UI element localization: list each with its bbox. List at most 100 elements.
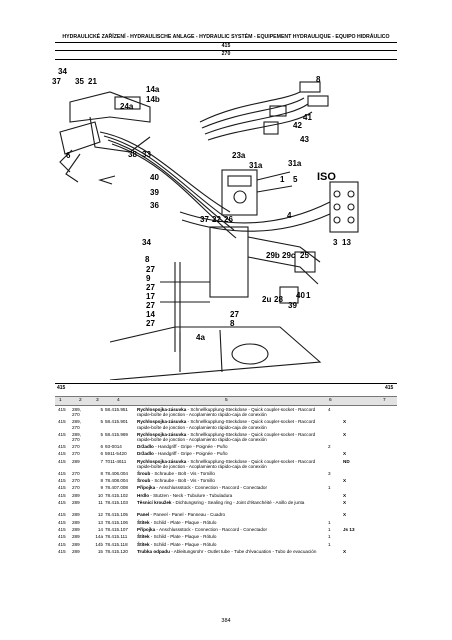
col-header: 2 bbox=[79, 398, 82, 404]
callout-label: 40 bbox=[150, 173, 159, 182]
cell-position: 11 bbox=[98, 500, 103, 505]
part-name: Přípojka bbox=[137, 485, 156, 491]
cell-quantity: 4 bbox=[328, 407, 331, 412]
cell-quantity: 1 bbox=[328, 519, 331, 525]
subgroup-number: 270 bbox=[221, 51, 231, 57]
cell-description: Štítek - Schild - Plate - Plaque - Rótul… bbox=[137, 534, 317, 539]
callout-label: 3 bbox=[333, 238, 338, 247]
cell-position: 5 bbox=[100, 419, 103, 425]
cell-position: 5 bbox=[100, 407, 103, 412]
cell-subgroup: 289 bbox=[72, 526, 80, 532]
cell-group: 415 bbox=[58, 500, 66, 505]
cell-position: 12 bbox=[97, 512, 103, 518]
cell-position: 13 bbox=[97, 519, 103, 525]
part-name: Panel bbox=[137, 512, 150, 518]
cell-variant: X bbox=[343, 451, 347, 457]
callout-label: 22 bbox=[212, 215, 221, 224]
part-name: Rychlospojka-zásuvka bbox=[137, 407, 187, 412]
part-name: Trubka odpadu bbox=[137, 548, 170, 554]
part-translations: - Schnellkupplung-Steckdose - Quick coup… bbox=[137, 419, 316, 430]
callout-label: 17 bbox=[146, 292, 155, 301]
cell-position: 7 bbox=[100, 458, 103, 464]
cell-position: 15 bbox=[97, 548, 103, 554]
cell-subgroup: 289 bbox=[72, 500, 80, 505]
cell-description: Rychlospojka-zásuvka - Schnellkupplung-S… bbox=[137, 432, 317, 443]
cell-quantity: 1 bbox=[328, 526, 331, 532]
cell-position: 5 bbox=[100, 431, 103, 437]
callout-label: 35 bbox=[75, 77, 84, 86]
cell-quantity: 2 bbox=[328, 443, 331, 449]
cell-subgroup: 270 bbox=[72, 485, 80, 491]
col-header: 1 bbox=[59, 398, 62, 404]
callout-label: 31a bbox=[288, 159, 302, 168]
cell-description: Štítek - Schild - Plate - Plaque - Rótul… bbox=[137, 542, 317, 547]
cell-part-number: 78.415.102 bbox=[105, 492, 128, 498]
cell-part-number: 78.415.111 bbox=[105, 534, 128, 540]
part-name: Rychlospojka-zásuvka bbox=[137, 431, 187, 437]
cell-subgroup: 289, 270 bbox=[72, 431, 81, 442]
header-rule bbox=[55, 50, 397, 51]
col-header: 4 bbox=[117, 398, 120, 404]
cell-group: 415 bbox=[58, 512, 66, 518]
part-name: Hrdlo bbox=[137, 492, 149, 498]
callout-label: 42 bbox=[293, 121, 302, 130]
cell-subgroup: 289 bbox=[72, 458, 80, 464]
callout-label: 40 bbox=[296, 291, 305, 300]
page-number: 384 bbox=[221, 618, 231, 624]
cell-part-number: 58.415.901 bbox=[105, 419, 128, 425]
cell-position: 8 bbox=[100, 470, 103, 476]
cell-description: Těsnicí kroužek - Dichtungsring - Sealin… bbox=[137, 500, 317, 505]
cell-description: Rychlospojka-zásuvka - Schnellkupplung-S… bbox=[137, 419, 317, 430]
callout-label: 27 bbox=[146, 283, 155, 292]
cell-description: Panel - Paneel - Panel - Panneau - Cuadr… bbox=[137, 512, 317, 517]
cell-part-number: 78.415.103 bbox=[105, 500, 128, 505]
cell-description: Držadlo - Handgriff - Gripe - Poignée - … bbox=[137, 444, 317, 449]
cell-subgroup: 270 bbox=[72, 443, 80, 449]
cell-subgroup: 270 bbox=[72, 478, 80, 484]
col-header: 5 bbox=[225, 398, 228, 404]
section-label-left: 415 bbox=[57, 385, 66, 391]
part-translations: - Schnellkupplung-Steckdose - Quick coup… bbox=[137, 431, 316, 442]
part-translations: - Ableitungsrohr - Outlet tube - Tube d'… bbox=[169, 548, 317, 554]
cell-group: 415 bbox=[58, 541, 66, 547]
part-translations: - Anschlussstück - Connection - Raccord … bbox=[155, 526, 267, 532]
callout-label: 23a bbox=[232, 151, 246, 160]
cell-position: 8 bbox=[100, 478, 103, 484]
header-rule bbox=[55, 59, 397, 60]
cell-description: Šroub - Schraube - Bolt - Vis - Tornillo bbox=[137, 478, 317, 483]
cell-group: 415 bbox=[58, 431, 66, 437]
callout-label: 4a bbox=[196, 333, 205, 342]
cell-quantity: 1 bbox=[328, 485, 331, 491]
part-translations: - Paneel - Panel - Panneau - Cuadro bbox=[149, 512, 226, 518]
cell-position: 6 bbox=[100, 443, 103, 449]
page-header-title: HYDRAULICKÉ ZAŘÍZENÍ - HYDRAULISCHE ANLA… bbox=[62, 34, 390, 40]
cell-part-number: 58.415.951 bbox=[105, 407, 128, 412]
cell-subgroup: 289, 270 bbox=[72, 407, 81, 418]
callout-label: 9 bbox=[146, 274, 151, 283]
cell-variant: X bbox=[343, 478, 347, 484]
cell-part-number: 78.415.120 bbox=[105, 548, 128, 554]
callout-label: 27 bbox=[146, 301, 155, 310]
part-translations: - Handgriff - Gripe - Poignée - Puño bbox=[153, 443, 228, 449]
callout-label: 41 bbox=[303, 113, 312, 122]
callout-label: 39 bbox=[288, 301, 297, 310]
cell-subgroup: 270 bbox=[72, 451, 80, 457]
callout-label: 28 bbox=[274, 295, 283, 304]
cell-group: 415 bbox=[58, 407, 66, 412]
callout-label: 34 bbox=[58, 67, 67, 76]
part-name: Držadlo bbox=[137, 451, 154, 457]
part-translations: - Schnellkupplung-Steckdose - Quick coup… bbox=[137, 458, 316, 469]
part-name: Šroub bbox=[137, 470, 151, 476]
cell-variant: ND bbox=[343, 458, 350, 464]
callout-label: 37 bbox=[52, 77, 61, 86]
cell-part-number: 93-0014 bbox=[105, 443, 122, 449]
cell-variant: X bbox=[343, 419, 347, 425]
callout-label: 1 bbox=[306, 291, 311, 300]
group-number: 415 bbox=[221, 43, 231, 49]
callout-label: 1 bbox=[280, 175, 285, 184]
cell-variant: X bbox=[343, 500, 347, 505]
